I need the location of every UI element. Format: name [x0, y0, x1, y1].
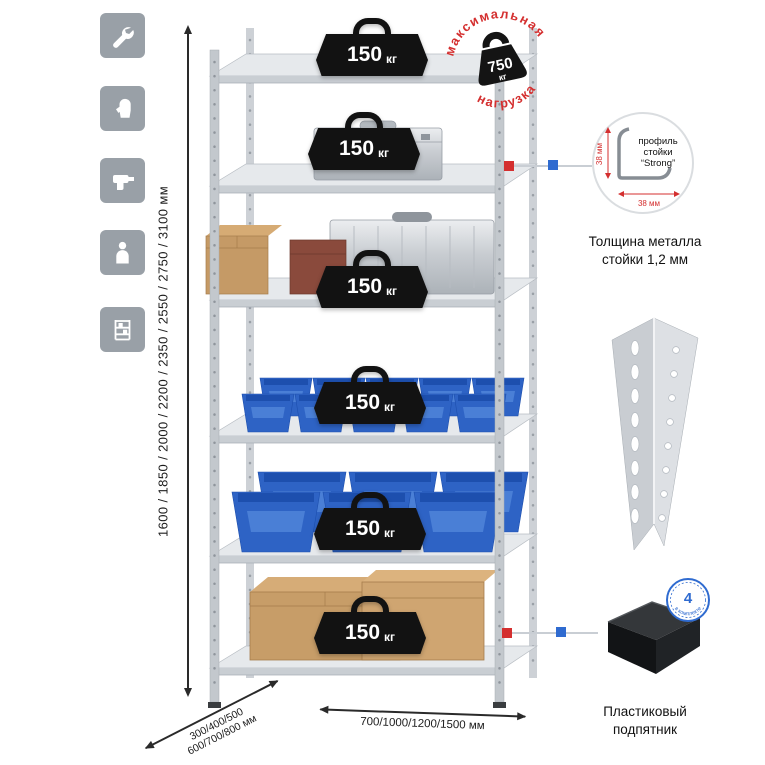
profile-dim-vertical: 38 мм: [595, 143, 604, 165]
profile-caption-line-1: Толщина металла: [588, 234, 702, 249]
load-badge-4: 150 кг: [314, 366, 426, 424]
foot-caption-line-1: Пластиковый: [603, 704, 687, 719]
person-icon: [100, 230, 145, 275]
angle-post-image: [611, 317, 699, 551]
load-value: 150: [344, 621, 381, 644]
weight-body: 150 кг: [316, 266, 428, 308]
svg-text:в комплекте: в комплекте: [673, 606, 703, 617]
height-dimension-line: [183, 25, 192, 697]
foot-caption-line-2: подпятник: [612, 722, 678, 738]
drill-glyph: [113, 175, 134, 190]
back-uprights: [246, 28, 537, 678]
weight-handle-icon: [345, 112, 383, 129]
wrench-icon: [100, 13, 145, 58]
profile-label-1: профиль: [638, 136, 677, 147]
wrench-glyph: [113, 27, 134, 48]
weight-body: 150 кг: [314, 612, 426, 654]
max-load-stamp-svg: максимальная нагрузка 750 кг: [434, 0, 550, 117]
height-dimension-label: 1600 / 1850 / 2000 / 2200 / 2350 / 2550 …: [155, 185, 171, 537]
perforation-holes: [630, 340, 680, 524]
weight-handle-icon: [353, 18, 391, 35]
kit-count-badge: 4 в комплекте: [666, 578, 710, 622]
profile-marker-blue: [548, 160, 558, 170]
profile-caption: Толщина металла стойки 1,2 мм: [570, 233, 720, 269]
foot-caption: Пластиковый подпятник: [570, 703, 720, 739]
kit-count-text: в комплекте: [673, 606, 703, 617]
stamp-weight-body: [478, 44, 527, 86]
weight-body: 150 кг: [316, 34, 428, 76]
gloves-glyph: [116, 98, 131, 118]
post-profile-svg: 38 мм 38 мм профиль стойки “Strong”: [595, 127, 680, 208]
load-value: 150: [346, 43, 383, 66]
post-profile-detail: 38 мм 38 мм профиль стойки “Strong”: [592, 112, 694, 214]
arrow-down-icon: [605, 173, 611, 179]
load-unit: кг: [384, 525, 396, 540]
stamp-weight-handle-icon: [482, 31, 510, 49]
max-load-stamp: максимальная нагрузка 750 кг: [429, 0, 571, 135]
weight-body: 150 кг: [308, 128, 420, 170]
load-value: 150: [346, 275, 383, 298]
load-unit: кг: [386, 283, 398, 298]
profile-dim-horizontal: 38 мм: [638, 199, 660, 208]
weight-body: 150 кг: [314, 382, 426, 424]
load-badge-6: 150 кг: [314, 596, 426, 654]
profile-label-3: “Strong”: [641, 158, 675, 169]
arrow-up-icon: [605, 127, 611, 133]
load-badge-3: 150 кг: [316, 250, 428, 308]
profile-label-2: стойки: [643, 147, 672, 158]
gloves-icon: [100, 86, 145, 131]
load-unit: кг: [378, 145, 390, 160]
stamp-unit: кг: [498, 71, 508, 82]
load-badge-1: 150 кг: [316, 18, 428, 76]
kit-count-value: 4: [684, 590, 693, 607]
front-uprights: [208, 49, 506, 708]
drill-icon: [100, 158, 145, 203]
load-unit: кг: [384, 399, 396, 414]
weight-handle-icon: [353, 250, 391, 267]
load-value: 150: [344, 391, 381, 414]
weight-handle-icon: [351, 492, 389, 509]
weight-handle-icon: [351, 366, 389, 383]
weight-handle-icon: [351, 596, 389, 613]
rack-icon: [100, 307, 145, 352]
foot-marker-red: [502, 628, 512, 638]
person-glyph: [116, 241, 129, 264]
load-value: 150: [344, 517, 381, 540]
load-unit: кг: [384, 629, 396, 644]
foot-connector-line: [512, 632, 598, 634]
load-unit: кг: [386, 51, 398, 66]
arrow-left-icon: [618, 191, 624, 197]
width-dimension-label: 700/1000/1200/1500 мм: [359, 715, 485, 733]
profile-caption-line-2: стойки 1,2 мм: [601, 252, 689, 268]
profile-outline: [617, 127, 672, 180]
stamp-value: 750: [486, 55, 514, 77]
rack-glyph: [114, 320, 131, 341]
weight-body: 150 кг: [314, 508, 426, 550]
profile-marker-red: [504, 161, 514, 171]
foot-marker-blue: [556, 627, 566, 637]
load-value: 150: [338, 137, 375, 160]
load-badge-5: 150 кг: [314, 492, 426, 550]
load-badge-2: 150 кг: [308, 112, 420, 170]
arrow-right-icon: [674, 191, 680, 197]
